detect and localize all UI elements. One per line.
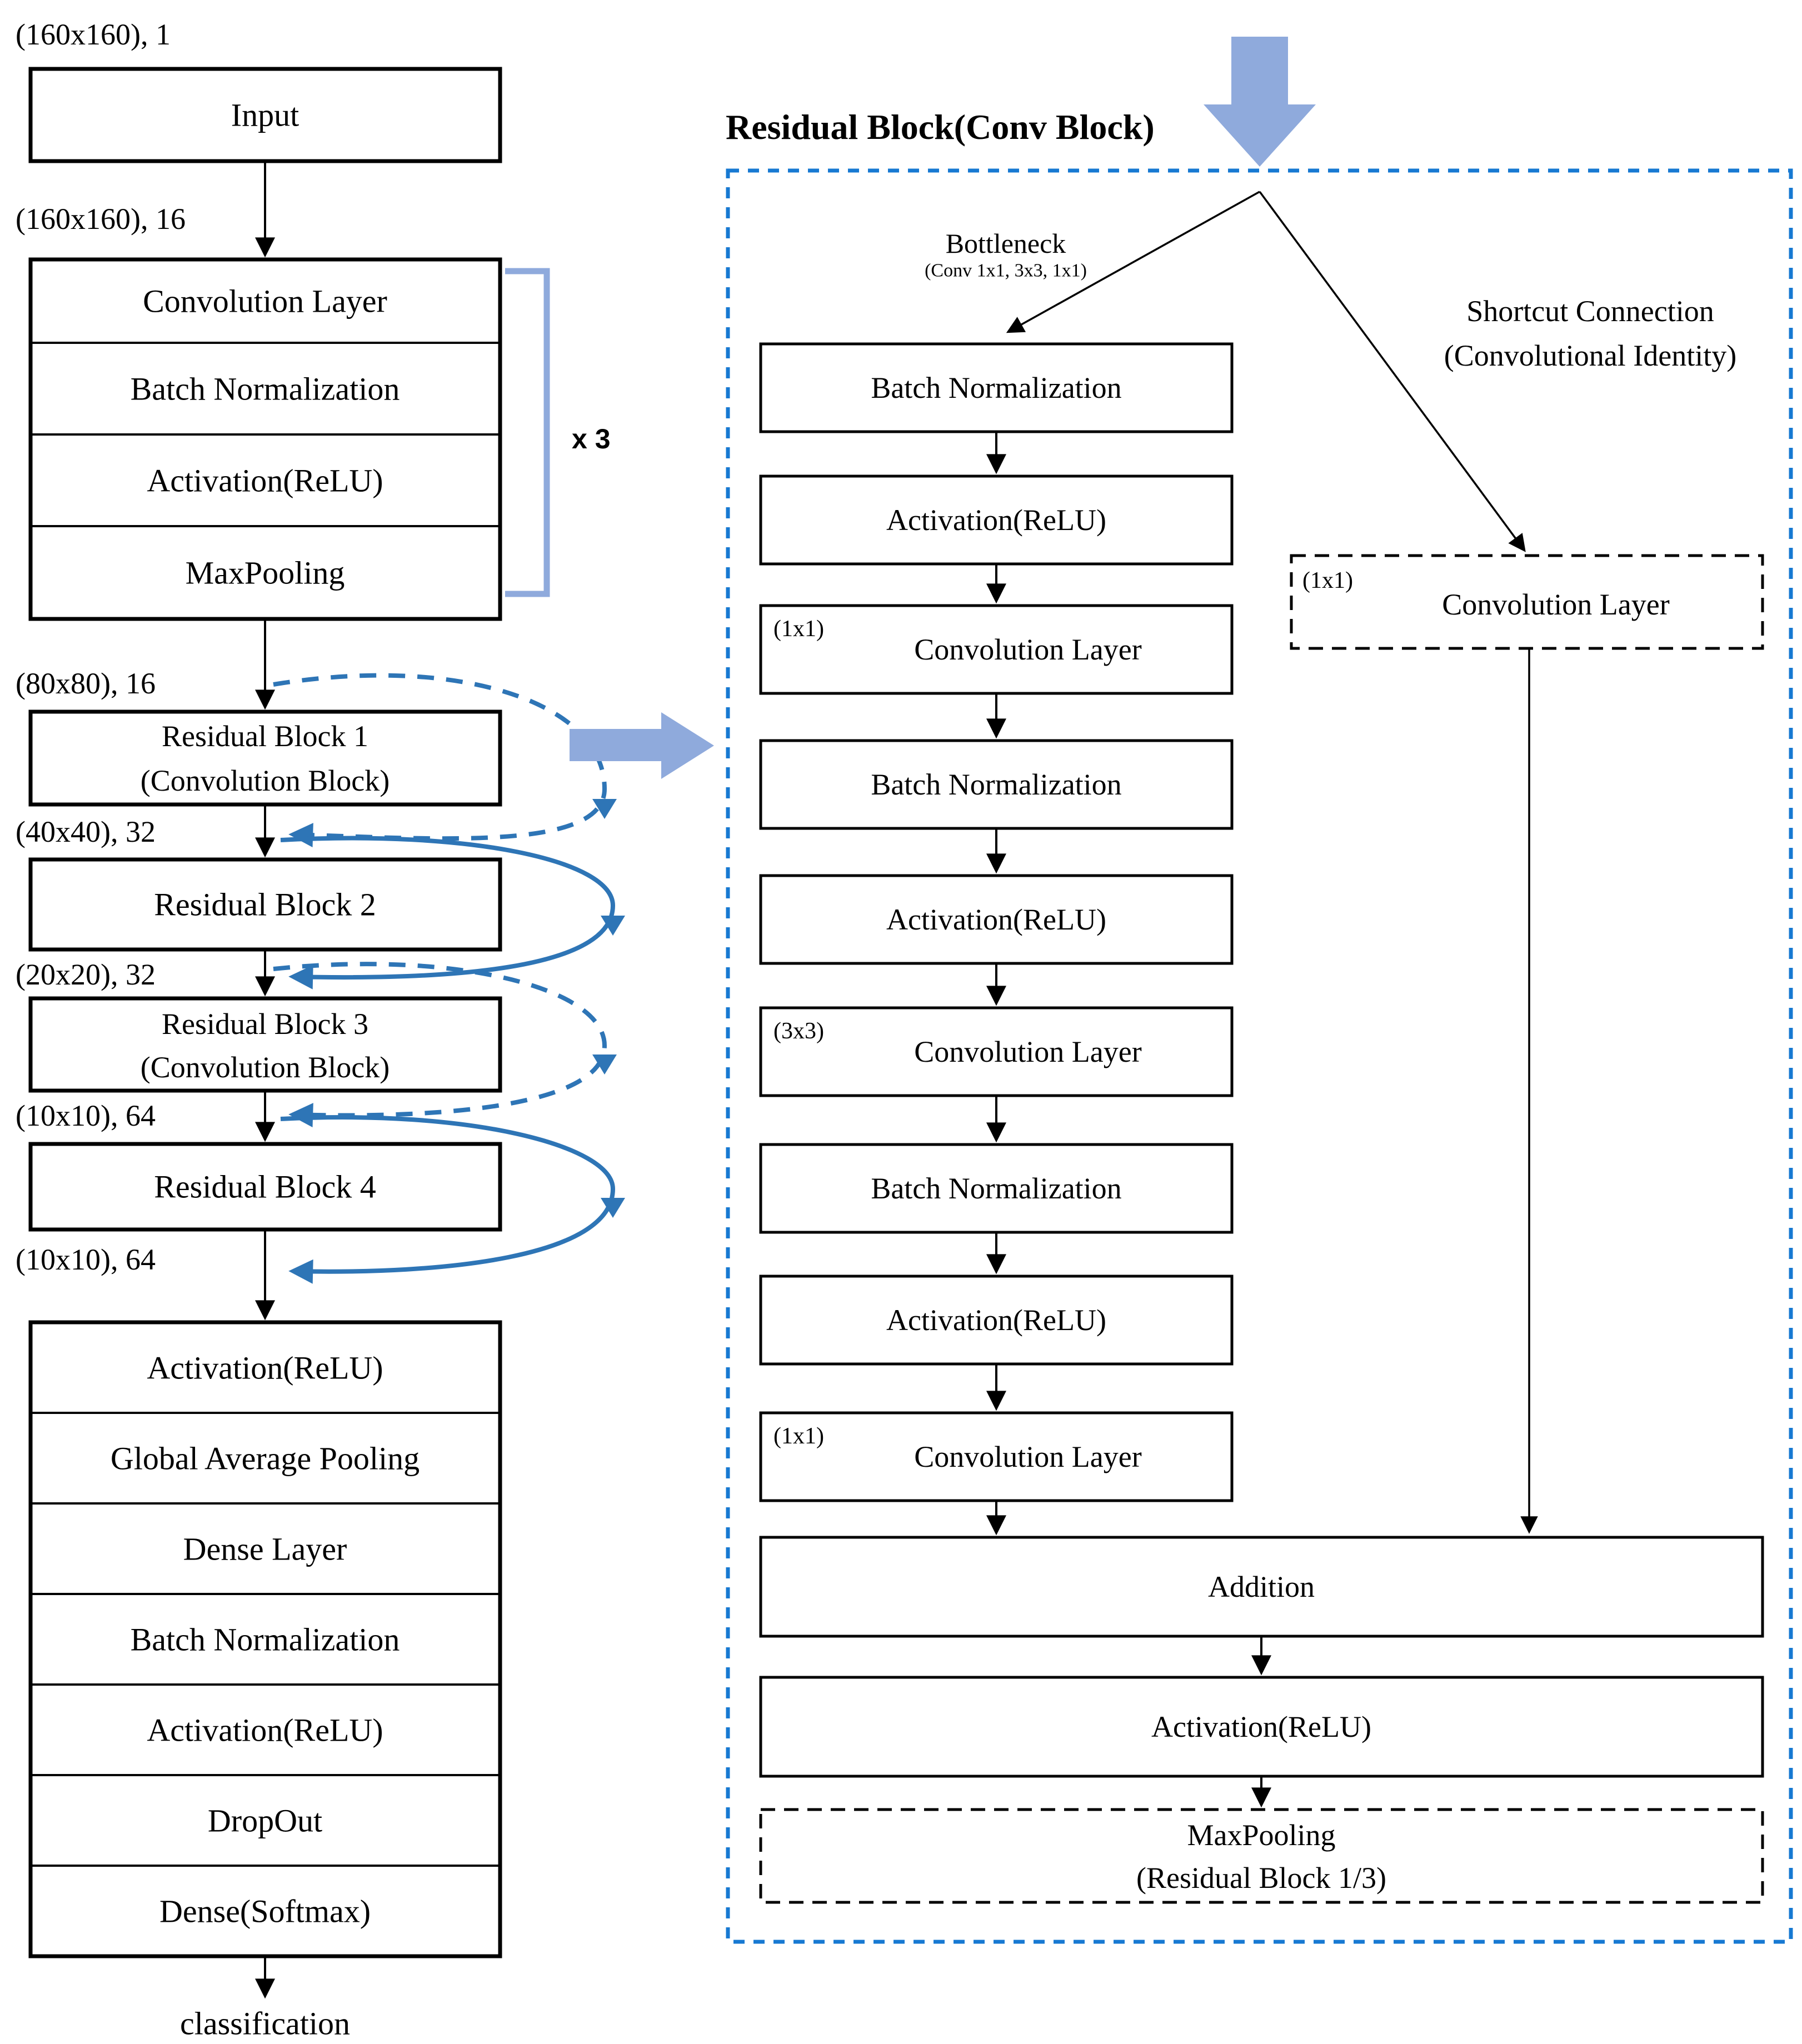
arc-arrowhead [592,799,617,819]
skip-arc-rb3 [273,962,607,1128]
conv-row-label: Activation(ReLU) [147,463,383,499]
residual-block-1-line2: (Convolution Block) [141,764,390,797]
detail-box-label: Convolution Layer [914,1035,1141,1068]
bottleneck-branch-line [1006,191,1260,333]
dim-label-input: (160x160), 1 [16,18,171,51]
classification-label: classification [180,2006,350,2042]
dim-label-rb2: (40x40), 32 [16,815,156,848]
tail-row-label: Dense(Softmax) [159,1893,371,1930]
repeat-bracket [505,268,550,597]
residual-block-1-box [28,709,502,807]
detail-box-label: Batch Normalization [871,1172,1121,1205]
detail-title: Residual Block(Conv Block) [726,107,1155,147]
skip-arc-rb1 [273,673,607,848]
skip-arc-rb4 [280,1115,616,1284]
tail-row-label: Global Average Pooling [111,1441,420,1477]
residual-block-container [726,168,1793,1944]
input-label: Input [231,97,299,133]
skip-arc-rb2 [280,836,616,989]
conv-row-label: Convolution Layer [143,283,387,319]
maxpooling-line1: MaxPooling [1187,1818,1335,1852]
residual-block-4-line1: Residual Block 4 [154,1169,376,1205]
tail-row-label: Activation(ReLU) [147,1350,383,1386]
detail-box-label: Convolution Layer [914,633,1141,666]
dim-label-rb4: (10x10), 64 [16,1099,156,1132]
addition-label: Addition [1208,1570,1315,1603]
detail-box-label: Activation(ReLU) [886,503,1106,537]
detail-box-label: Activation(ReLU) [886,1303,1106,1337]
shortcut-label-line1: Shortcut Connection [1466,294,1714,328]
dim-label-rb1: (80x80), 16 [16,667,156,700]
shortcut-conv-label: Convolution Layer [1442,588,1669,621]
conv-row-label: Batch Normalization [131,371,400,407]
residual-block-2-line1: Residual Block 2 [154,887,376,923]
bottleneck-label: Bottleneck [946,228,1066,259]
detail-box-label: Convolution Layer [914,1440,1141,1473]
residual-block-3-line2: (Convolution Block) [141,1051,390,1084]
conv-row-label: MaxPooling [186,555,345,591]
dim-label-conv: (160x160), 16 [16,202,186,236]
conv-stack-box [28,257,502,621]
arc-arrowhead [592,1055,617,1075]
kernel-size-prefix: (1x1) [773,1423,824,1449]
tail-row-label: Batch Normalization [131,1622,400,1658]
kernel-size-prefix: (1x1) [1302,568,1353,593]
shortcut-branch-line [1259,191,1526,552]
detail-box-label: Batch Normalization [871,371,1121,404]
tail-stack-box [28,1320,502,1958]
residual-block-1-line1: Residual Block 1 [162,719,368,753]
shortcut-label-line2: (Convolutional Identity) [1444,339,1736,372]
expand-right-arrow [570,712,714,779]
shortcut-conv-box [1290,554,1764,650]
kernel-size-prefix: (3x3) [773,1018,824,1044]
arc-arrowhead [601,1198,625,1218]
residual-block-3-box [28,996,502,1093]
tail-row-label: Dense Layer [183,1531,347,1567]
bottleneck-sub-label: (Conv 1x1, 3x3, 1x1) [925,261,1087,281]
dim-label-out: (10x10), 64 [16,1243,156,1276]
residual-block-4-box [28,1142,502,1232]
maxpooling-line2: (Residual Block 1/3) [1136,1861,1386,1895]
residual-block-3-line1: Residual Block 3 [162,1007,368,1041]
maxpooling-box [759,1808,1764,1904]
kernel-size-prefix: (1x1) [773,616,824,642]
post-activation-label: Activation(ReLU) [1151,1710,1371,1743]
detail-box-label: Activation(ReLU) [886,903,1106,936]
dim-label-rb3: (20x20), 32 [16,958,156,991]
tail-row-label: DropOut [208,1803,322,1839]
enter-down-arrow [1204,37,1316,167]
arc-arrowhead [601,916,625,936]
repeat-label: x 3 [572,423,611,454]
detail-box-label: Batch Normalization [871,768,1121,801]
tail-row-label: Activation(ReLU) [147,1712,383,1748]
residual-block-2-box [28,857,502,952]
